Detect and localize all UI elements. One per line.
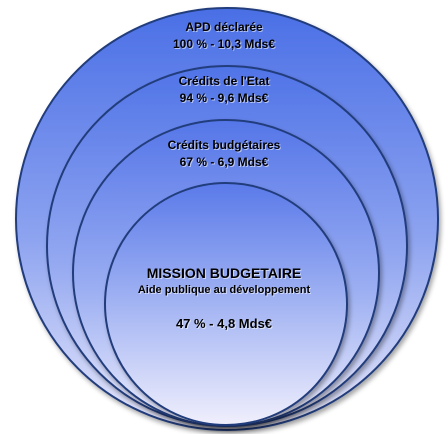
mission-label: MISSION BUDGETAIRE [146,265,302,281]
apd-label: APD déclarée [185,20,263,34]
mission-value: 47 % - 4,8 Mds€ [175,316,273,331]
mission-sublabel: Aide publique au développement [137,284,311,296]
credits-budgetaires-label: Crédits budgétaires [167,138,281,152]
apd-value: 100 % - 10,3 Mds€ [172,37,276,51]
credits-etat-label: Crédits de l'Etat [178,74,270,88]
credits-budgetaires-value: 67 % - 6,9 Mds€ [179,155,269,169]
credits-etat-value: 94 % - 9,6 Mds€ [179,91,269,105]
ring-mission [104,182,348,426]
